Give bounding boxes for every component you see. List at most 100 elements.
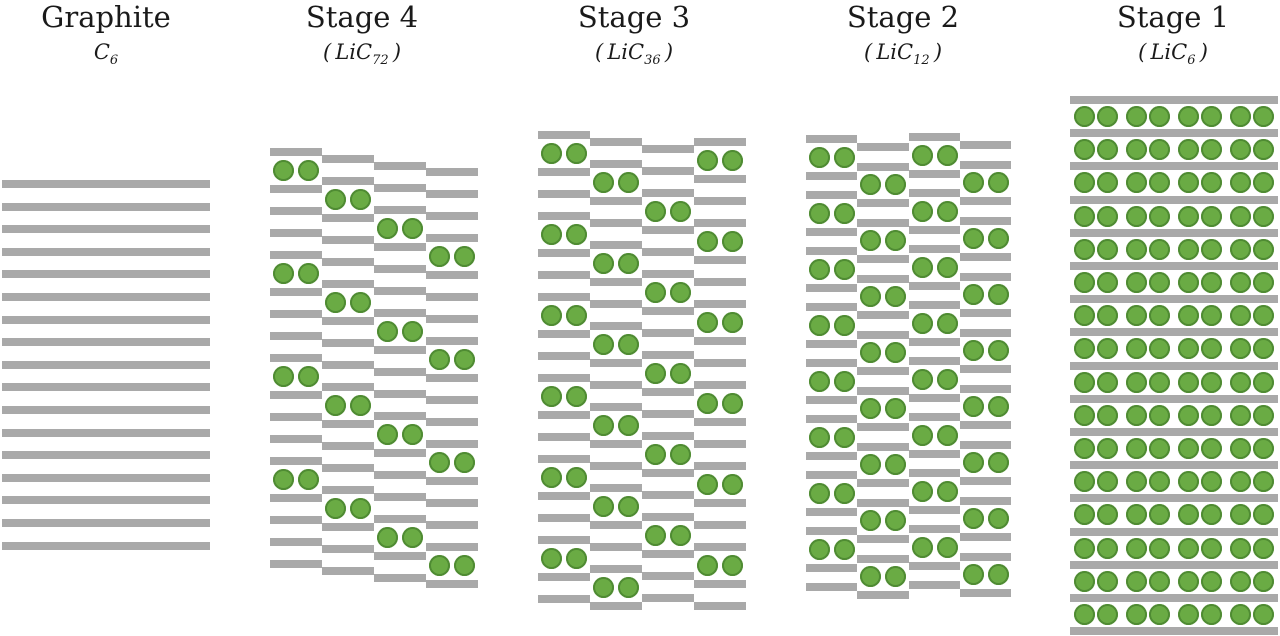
lithium-ion: [1201, 405, 1222, 426]
graphene-layer: [909, 170, 960, 178]
graphene-layer: [374, 390, 426, 398]
lithium-ion: [1074, 239, 1095, 260]
lithium-ion: [1149, 372, 1170, 393]
graphene-layer: [426, 499, 478, 507]
stage-4-formula: ( LiC72 ): [322, 40, 402, 69]
graphene-layer: [270, 207, 322, 215]
lithium-ion: [1149, 239, 1170, 260]
lithium-ion: [1178, 239, 1199, 260]
lithium-ion: [1253, 604, 1274, 625]
graphene-layer: [426, 440, 478, 448]
lithium-ion: [1149, 338, 1170, 359]
lithium-ion: [860, 174, 881, 195]
graphene-layer: [694, 381, 746, 389]
graphene-layer: [2, 270, 210, 278]
lithium-ion: [937, 257, 958, 278]
graphene-layer: [694, 278, 746, 286]
lithium-ion: [1201, 471, 1222, 492]
lithium-ion: [593, 172, 614, 193]
lithium-ion: [1253, 504, 1274, 525]
graphene-layer: [2, 203, 210, 211]
lithium-ion: [885, 454, 906, 475]
graphene-layer: [2, 383, 210, 391]
lithium-ion: [1097, 504, 1118, 525]
formula-subscript: 36: [644, 53, 661, 69]
lithium-ion: [697, 231, 718, 252]
lithium-ion: [1097, 372, 1118, 393]
lithium-ion: [1253, 239, 1274, 260]
lithium-ion: [429, 349, 450, 370]
lithium-ion: [1074, 272, 1095, 293]
lithium-ion: [1074, 571, 1095, 592]
graphene-layer: [374, 309, 426, 317]
lithium-ion: [1178, 338, 1199, 359]
lithium-ion: [1097, 405, 1118, 426]
graphene-layer: [322, 177, 374, 185]
graphene-layer: [590, 440, 642, 448]
graphene-layer: [960, 421, 1011, 429]
graphene-layer: [590, 219, 642, 227]
lithium-ion: [1097, 438, 1118, 459]
graphene-layer: [322, 420, 374, 428]
graphene-layer: [374, 471, 426, 479]
graphene-layer: [960, 533, 1011, 541]
lithium-ion: [1126, 438, 1147, 459]
lithium-ion: [1201, 438, 1222, 459]
lithium-ion: [1230, 305, 1251, 326]
lithium-ion: [1201, 272, 1222, 293]
lithium-ion: [963, 340, 984, 361]
lithium-ion: [912, 201, 933, 222]
graphene-layer: [426, 293, 478, 301]
lithium-ion: [860, 286, 881, 307]
lithium-ion: [1126, 139, 1147, 160]
graphene-layer: [642, 226, 694, 234]
graphene-layer: [322, 486, 374, 494]
graphene-layer: [642, 167, 694, 175]
graphene-layer: [960, 273, 1011, 281]
lithium-ion: [1230, 372, 1251, 393]
graphene-layer: [538, 168, 590, 176]
graphene-layer: [694, 462, 746, 470]
graphene-layer: [426, 212, 478, 220]
graphene-layer: [857, 275, 909, 283]
graphene-layer: [270, 516, 322, 524]
graphene-layer: [694, 219, 746, 227]
graphite-title: Graphite: [41, 0, 171, 34]
graphene-layer: [538, 293, 590, 301]
lithium-ion: [1097, 239, 1118, 260]
lithium-ion: [912, 145, 933, 166]
graphene-layer: [270, 310, 322, 318]
lithium-ion: [1178, 504, 1199, 525]
graphene-layer: [806, 564, 857, 572]
lithium-ion: [645, 201, 666, 222]
graphene-layer: [374, 162, 426, 170]
graphene-layer: [270, 457, 322, 465]
lithium-ion: [809, 203, 830, 224]
lithium-ion: [885, 174, 906, 195]
graphene-layer: [538, 411, 590, 419]
graphene-layer: [590, 138, 642, 146]
lithium-ion: [1201, 571, 1222, 592]
graphene-layer: [857, 219, 909, 227]
stage-1-title: Stage 1: [1116, 0, 1230, 34]
graphene-layer: [694, 602, 746, 610]
lithium-ion: [566, 143, 587, 164]
lithium-ion: [1149, 139, 1170, 160]
graphene-layer: [2, 293, 210, 301]
lithium-ion: [1126, 305, 1147, 326]
graphene-layer: [960, 253, 1011, 261]
graphene-layer: [538, 352, 590, 360]
graphene-layer: [806, 415, 857, 423]
graphene-layer: [2, 225, 210, 233]
graphene-layer: [806, 527, 857, 535]
lithium-ion: [1178, 405, 1199, 426]
graphene-layer: [374, 287, 426, 295]
formula-main: LiC: [335, 40, 373, 64]
lithium-ion: [809, 427, 830, 448]
graphene-layer: [1070, 627, 1278, 635]
lithium-ion: [912, 313, 933, 334]
graphene-layer: [909, 450, 960, 458]
lithium-ion: [593, 577, 614, 598]
lithium-ion: [1253, 206, 1274, 227]
lithium-ion: [1126, 106, 1147, 127]
